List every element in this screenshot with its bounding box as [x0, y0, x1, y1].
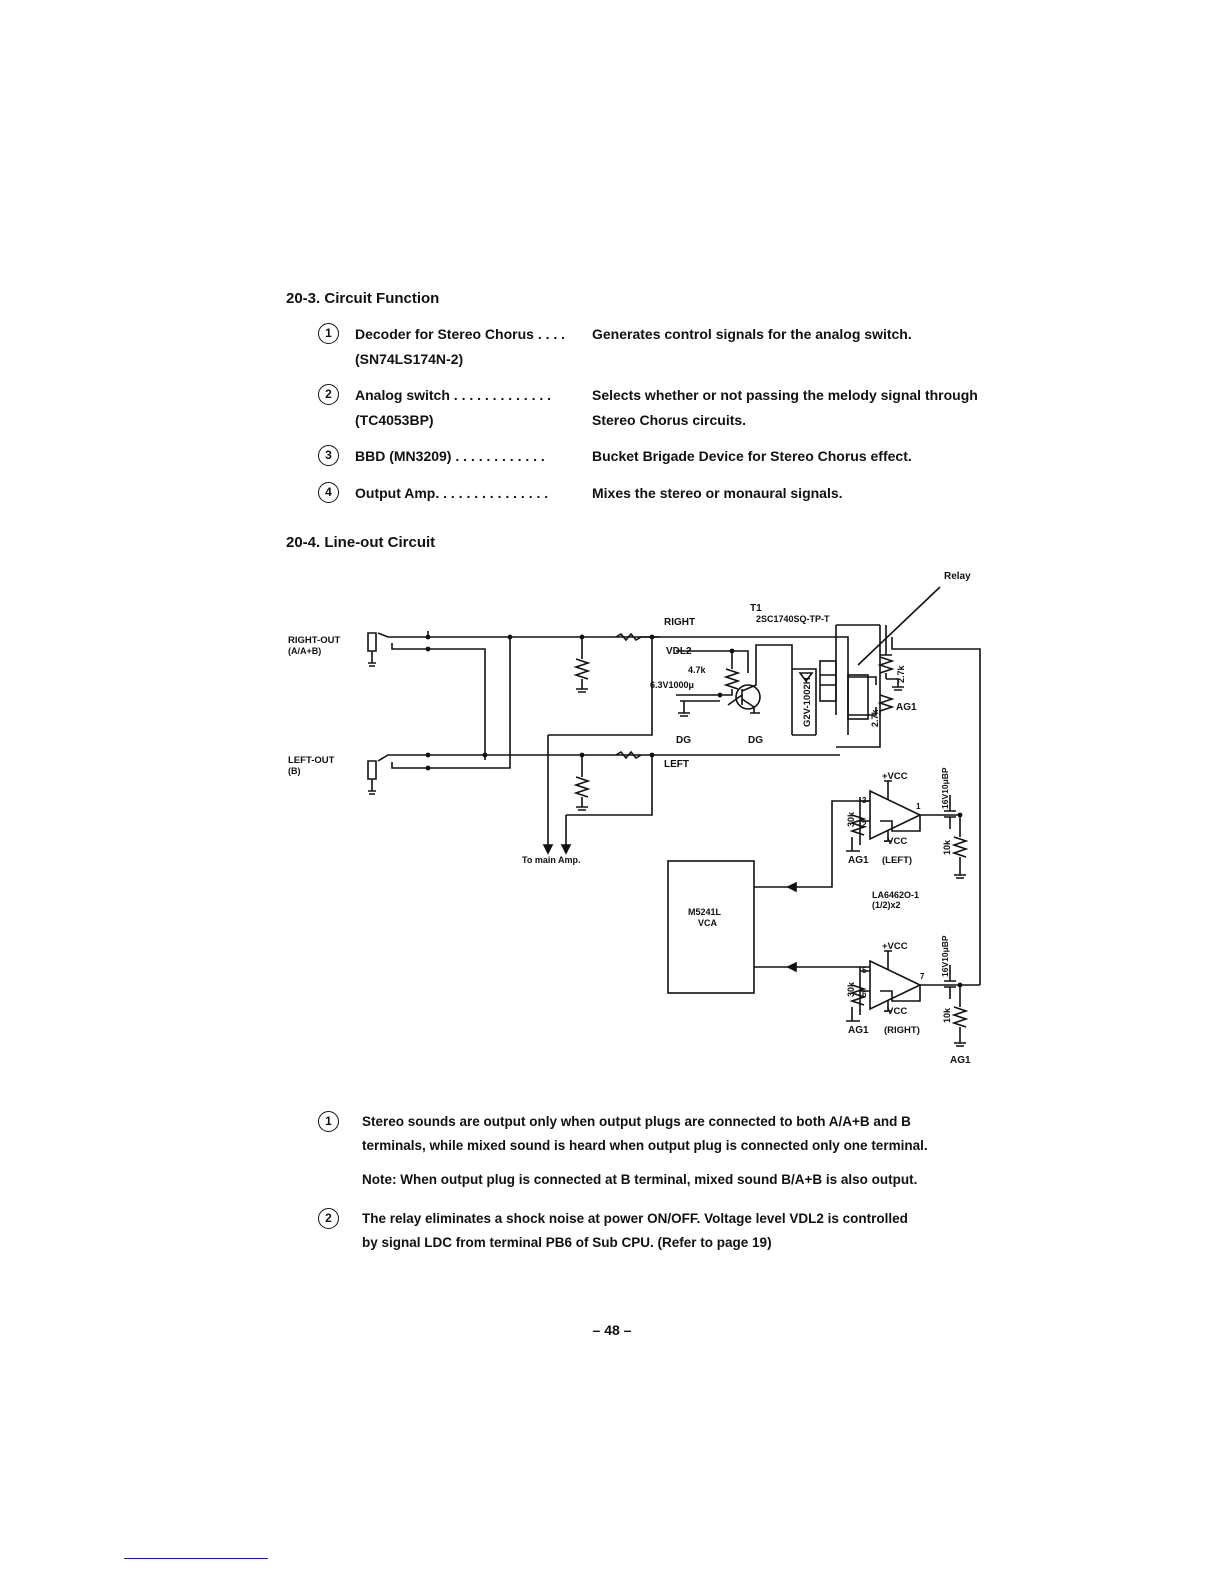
ground-label: AG1 — [950, 1055, 971, 1066]
pin-label: 3 — [862, 796, 867, 805]
ground-label: DG — [748, 735, 763, 746]
neg-vcc-label: -VCC — [884, 1006, 907, 1017]
ground-label: AG1 — [848, 1025, 869, 1036]
note-number-badge: 2 — [318, 1208, 339, 1229]
relay-part-label: G2V-1002H — [802, 677, 813, 727]
resistor-label: 2.7k — [896, 664, 906, 683]
right-out-label: RIGHT-OUT — [288, 635, 340, 646]
ground-label: AG1 — [848, 855, 869, 866]
capacitor-label: 16V10μBP — [940, 935, 950, 977]
pin-label: 7 — [920, 972, 925, 981]
item-description: Selects whether or not passing the melod… — [592, 387, 978, 428]
item-part-number: (TC4053BP) — [355, 412, 434, 428]
note-line: The relay eliminates a shock noise at po… — [362, 1211, 908, 1226]
note-remark: Note: When output plug is connected at B… — [362, 1172, 918, 1187]
item-description-line: Selects whether or not passing the melod… — [592, 387, 978, 403]
schematic-labels: Relay T1 2SC1740SQ-TP-T RIGHT LEFT RIGHT… — [288, 571, 971, 1066]
note-line: terminals, while mixed sound is heard wh… — [362, 1138, 928, 1153]
t1-label: T1 — [750, 603, 762, 614]
note-number-badge: 1 — [318, 1111, 339, 1132]
vca-part-label: M5241L — [688, 907, 722, 917]
resistor-label: 30k — [846, 811, 856, 827]
capacitor-label: 6.3V1000μ — [650, 680, 694, 690]
capacitor-label: 16V10μBP — [940, 767, 950, 809]
section-20-3-heading: 20-3. Circuit Function — [286, 290, 440, 307]
vcc-label: +VCC — [882, 771, 908, 782]
pin-label: 1 — [916, 802, 921, 811]
left-line-label: LEFT — [664, 759, 689, 770]
schematic-junctions — [425, 634, 963, 988]
pin-label: 5 — [862, 966, 867, 975]
item-number-badge: 1 — [318, 323, 339, 344]
to-main-amp-label: To main Amp. — [522, 855, 581, 865]
ic-part-label: LA6462O-1 — [872, 890, 919, 900]
vdl2-label: VDL2 — [666, 646, 692, 657]
ic-part-label: (1/2)x2 — [872, 900, 901, 910]
note-text: The relay eliminates a shock noise at po… — [362, 1207, 1002, 1255]
page-number: – 48 – — [592, 1322, 632, 1338]
item-number-badge: 2 — [318, 384, 339, 405]
pin-label: 6 — [862, 990, 867, 999]
item-description: Generates control signals for the analog… — [592, 326, 912, 342]
item-term-name: Decoder for Stereo Chorus . . . . — [355, 326, 566, 342]
item-term: Analog switch . . . . . . . . . . . . . … — [355, 387, 551, 428]
ground-label: AG1 — [896, 702, 917, 713]
note-line: by signal LDC from terminal PB6 of Sub C… — [362, 1235, 772, 1250]
right-out-terminals: (A/A+B) — [288, 646, 321, 656]
item-term-name: BBD (MN3209) . . . . . . . . . . . . — [355, 448, 545, 464]
footer-rule — [124, 1558, 268, 1559]
t1-part-label: 2SC1740SQ-TP-T — [756, 614, 830, 624]
resistor-label: 30k — [846, 981, 856, 997]
relay-label: Relay — [944, 571, 971, 582]
right-channel-label: (RIGHT) — [884, 1025, 920, 1036]
note-line: Stereo sounds are output only when outpu… — [362, 1114, 911, 1129]
resistor-label: 4.7k — [688, 665, 707, 675]
ground-label: DG — [676, 735, 691, 746]
item-description: Mixes the stereo or monaural signals. — [592, 485, 843, 501]
item-number-badge: 3 — [318, 445, 339, 466]
item-term: Decoder for Stereo Chorus . . . . (SN74L… — [355, 326, 565, 367]
schematic-wires — [367, 586, 981, 1047]
item-number-badge: 4 — [318, 482, 339, 503]
vca-label: VCA — [698, 918, 718, 928]
section-20-4-heading: 20-4. Line-out Circuit — [286, 534, 436, 551]
resistor-label: 10k — [942, 1007, 952, 1023]
item-description: Bucket Brigade Device for Stereo Chorus … — [592, 448, 912, 464]
vcc-label: +VCC — [882, 941, 908, 952]
item-part-number: (SN74LS174N-2) — [355, 351, 464, 367]
resistor-label: 10k — [942, 839, 952, 855]
resistor-label: 2.7k — [870, 708, 880, 727]
right-line-label: RIGHT — [664, 617, 695, 628]
left-out-label: LEFT-OUT — [288, 755, 335, 766]
item-description-line: Stereo Chorus circuits. — [592, 412, 747, 428]
pin-label: 2 — [862, 820, 867, 829]
left-out-terminals: (B) — [288, 766, 301, 776]
left-channel-label: (LEFT) — [882, 855, 912, 866]
neg-vcc-label: -VCC — [884, 836, 907, 847]
item-term-name: Analog switch . . . . . . . . . . . . . — [355, 387, 552, 403]
line-out-schematic: Relay T1 2SC1740SQ-TP-T RIGHT LEFT RIGHT… — [288, 571, 981, 1066]
item-term-name: Output Amp. . . . . . . . . . . . . . . — [355, 485, 549, 501]
note-text: Stereo sounds are output only when outpu… — [362, 1110, 1002, 1158]
